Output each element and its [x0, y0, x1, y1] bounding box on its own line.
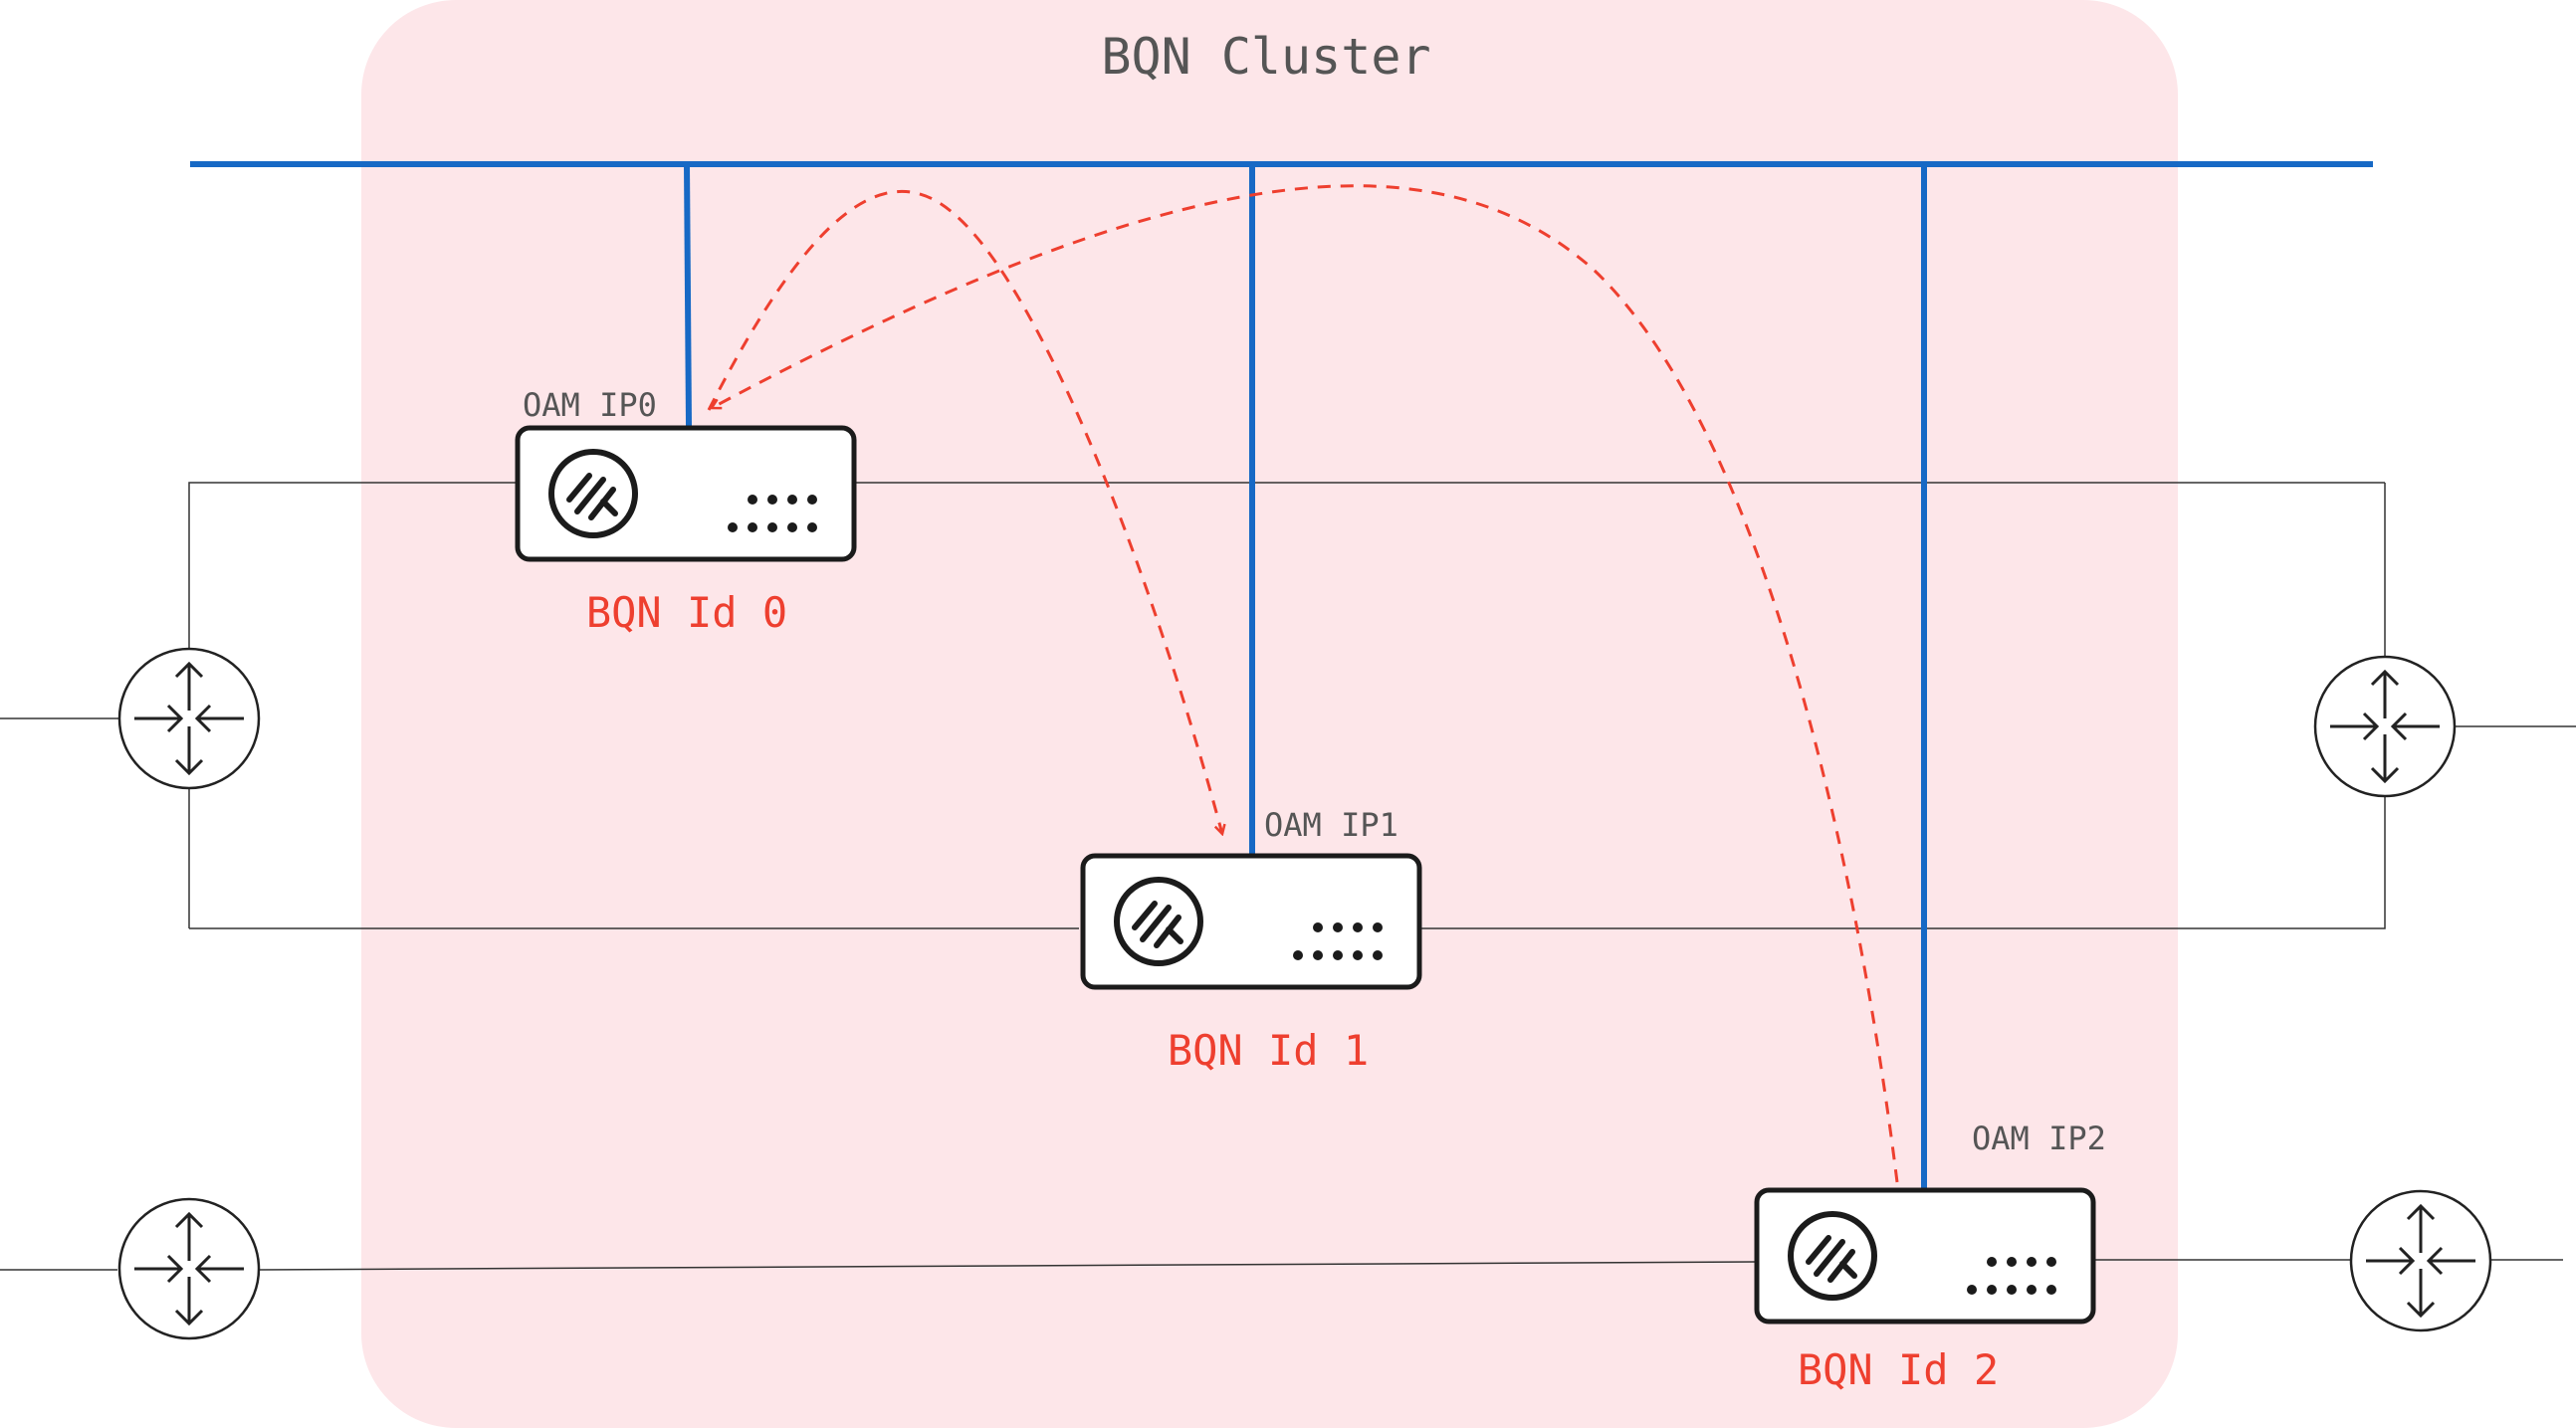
cluster-title: BQN Cluster [1101, 28, 1430, 86]
node-id-label-2: BQN Id 2 [1798, 1345, 1999, 1394]
router-icon [2349, 1189, 2492, 1332]
router-icon [117, 647, 261, 790]
oam-label-0: OAM IP0 [523, 386, 657, 424]
oam-label-1: OAM IP1 [1264, 806, 1398, 844]
router-icon [117, 1197, 261, 1340]
traffic-links [0, 482, 2576, 1271]
management-network [190, 161, 2373, 1190]
node-id-label-1: BQN Id 1 [1168, 1026, 1369, 1075]
oam-label-2: OAM IP2 [1972, 1120, 2106, 1157]
bqn-node-1 [1083, 856, 1419, 987]
bqn-node-2 [1757, 1190, 2093, 1322]
node-id-label-0: BQN Id 0 [586, 588, 787, 637]
router-icon [2313, 655, 2457, 798]
cluster-area [361, 0, 2178, 1428]
flow-arrows [707, 184, 1899, 1183]
flow-arrow-2-to-0 [712, 184, 1899, 1183]
bqn-node-0 [518, 428, 854, 559]
